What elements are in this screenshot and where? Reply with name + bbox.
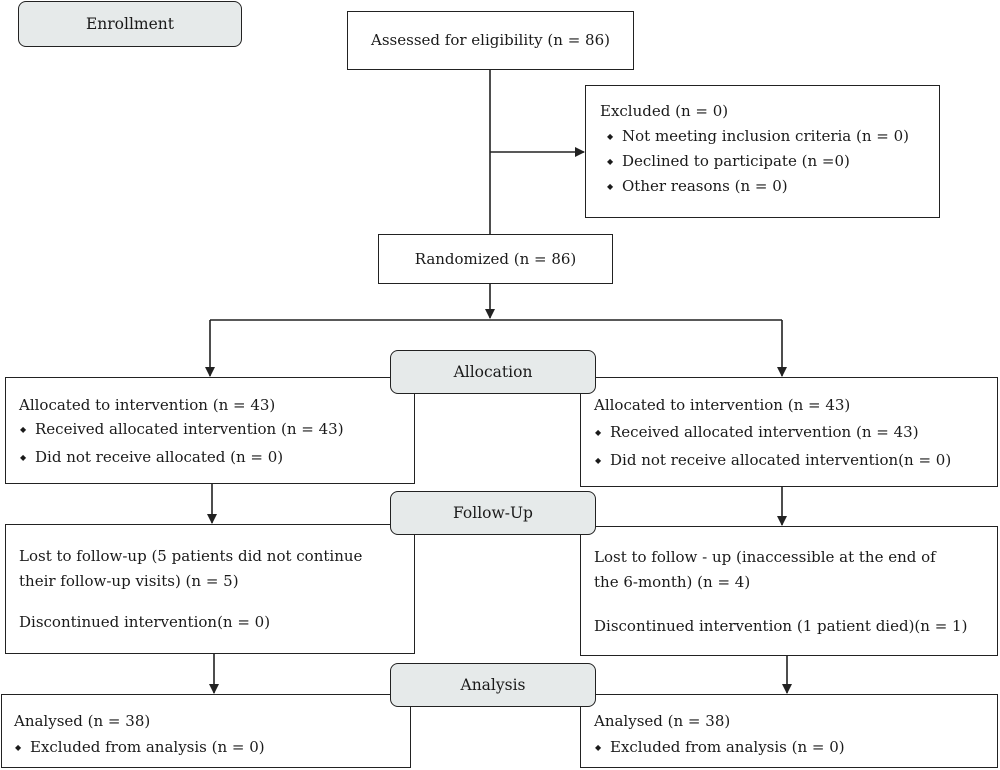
excluded-item: Declined to participate (n =0) bbox=[607, 154, 850, 169]
excluded-title: Excluded (n = 0) bbox=[600, 102, 729, 120]
left-lost-line2: their follow-up visits) (n = 5) bbox=[19, 572, 239, 590]
right-discontinued: Discontinued intervention (1 patient die… bbox=[594, 617, 968, 635]
right-allocation-item: Received allocated intervention (n = 43) bbox=[595, 425, 919, 440]
right-allocation-box: Allocated to intervention (n = 43) Recei… bbox=[580, 377, 998, 487]
stage-analysis: Analysis bbox=[390, 663, 596, 707]
stage-allocation: Allocation bbox=[390, 350, 596, 394]
left-followup-box: Lost to follow-up (5 patients did not co… bbox=[5, 524, 415, 654]
right-analysis-item: Excluded from analysis (n = 0) bbox=[595, 740, 845, 755]
right-allocation-title: Allocated to intervention (n = 43) bbox=[594, 396, 851, 414]
left-discontinued: Discontinued intervention(n = 0) bbox=[19, 613, 271, 631]
stage-enrollment-label: Enrollment bbox=[85, 15, 175, 33]
left-allocation-item: Received allocated intervention (n = 43) bbox=[20, 422, 344, 437]
stage-allocation-label: Allocation bbox=[453, 363, 533, 381]
stage-enrollment: Enrollment bbox=[18, 1, 242, 47]
left-analysis-item: Excluded from analysis (n = 0) bbox=[15, 740, 265, 755]
right-lost-line2: the 6-month) (n = 4) bbox=[594, 573, 751, 591]
excluded-item: Not meeting inclusion criteria (n = 0) bbox=[607, 129, 909, 144]
left-analysis-title: Analysed (n = 38) bbox=[14, 712, 151, 730]
excluded-box: Excluded (n = 0) Not meeting inclusion c… bbox=[585, 85, 940, 218]
right-allocation-item: Did not receive allocated intervention(n… bbox=[595, 453, 951, 468]
stage-analysis-label: Analysis bbox=[460, 676, 526, 694]
left-allocation-item: Did not receive allocated (n = 0) bbox=[20, 450, 283, 465]
right-analysis-box: Analysed (n = 38) Excluded from analysis… bbox=[580, 694, 998, 768]
right-lost-line1: Lost to follow - up (inaccessible at the… bbox=[594, 548, 936, 566]
stage-followup: Follow-Up bbox=[390, 491, 596, 535]
randomized-text: Randomized (n = 86) bbox=[414, 249, 577, 268]
assessed-box: Assessed for eligibility (n = 86) bbox=[347, 11, 634, 70]
left-allocation-box: Allocated to intervention (n = 43) Recei… bbox=[5, 377, 415, 484]
excluded-item: Other reasons (n = 0) bbox=[607, 179, 788, 194]
left-allocation-title: Allocated to intervention (n = 43) bbox=[19, 396, 276, 414]
right-followup-box: Lost to follow - up (inaccessible at the… bbox=[580, 526, 998, 656]
right-analysis-title: Analysed (n = 38) bbox=[594, 712, 731, 730]
left-analysis-box: Analysed (n = 38) Excluded from analysis… bbox=[1, 694, 411, 768]
assessed-text: Assessed for eligibility (n = 86) bbox=[371, 31, 610, 49]
randomized-box: Randomized (n = 86) bbox=[378, 234, 613, 284]
left-lost-line1: Lost to follow-up (5 patients did not co… bbox=[19, 547, 363, 565]
stage-followup-label: Follow-Up bbox=[453, 504, 533, 522]
